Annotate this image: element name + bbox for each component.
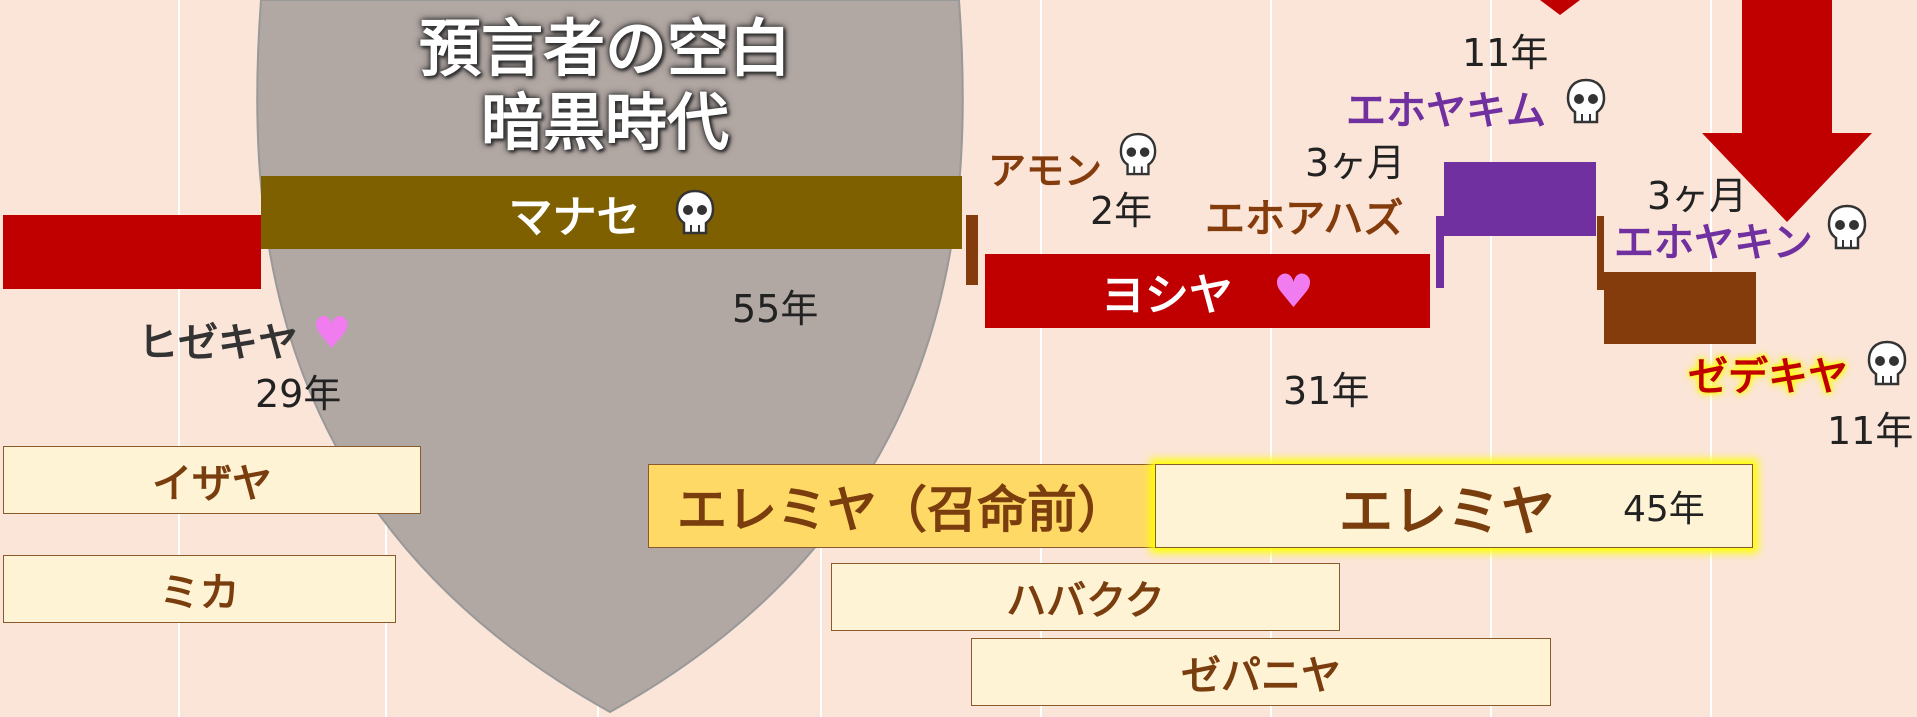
hezekiah-years: 29年 xyxy=(255,372,342,416)
hezekiah-label: ヒゼキヤ xyxy=(138,320,298,366)
skull-icon xyxy=(1827,204,1867,252)
prophet-zephaniah: ゼパニヤ xyxy=(971,638,1551,706)
jehoahaz-bar xyxy=(1436,216,1444,288)
skull-icon xyxy=(1119,132,1157,178)
manasseh-label: マナセ xyxy=(508,191,641,243)
skull-icon xyxy=(1867,340,1907,388)
prophet-jeremiah-years: 45年 xyxy=(1623,489,1705,530)
jehoahaz-label: エホアハズ xyxy=(1205,196,1404,242)
amon-label: アモン xyxy=(988,149,1103,193)
hezekiah-bar xyxy=(3,215,261,289)
prophet-jeremiah-pre-calling: エレミヤ（召命前） xyxy=(648,464,1156,548)
jehoiachin-bar xyxy=(1597,216,1604,290)
zedekiah-years: 11年 xyxy=(1827,409,1914,453)
zedekiah-label: ゼデキヤ xyxy=(1688,354,1848,400)
grid-line xyxy=(1270,0,1272,717)
prophet-jeremiah: エレミヤ 45年 xyxy=(1155,464,1753,548)
prophet-jeremiah-label: エレミヤ xyxy=(1339,479,1555,543)
grid-line xyxy=(178,0,180,717)
manasseh-bar: マナセ xyxy=(261,176,962,249)
amon-years: 2年 xyxy=(1090,189,1153,233)
jehoahaz-years: 3ヶ月 xyxy=(1305,141,1406,185)
skull-icon xyxy=(1566,78,1606,126)
heart-icon: ♥ xyxy=(1272,264,1315,318)
dark-age-title-line2: 暗黒時代 xyxy=(480,86,729,159)
manasseh-years: 55年 xyxy=(732,287,819,331)
grid-line xyxy=(1040,0,1042,717)
josiah-label: ヨシヤ xyxy=(1100,270,1233,321)
heart-icon: ♥ xyxy=(312,308,352,359)
jehoiachin-label: エホヤキン xyxy=(1614,220,1813,266)
prophet-micah: ミカ xyxy=(3,555,396,623)
zedekiah-bar xyxy=(1604,272,1756,344)
jehoiakim-years: 11年 xyxy=(1462,31,1549,75)
jehoiakim-bar xyxy=(1444,162,1596,236)
josiah-bar: ヨシヤ ♥ xyxy=(985,254,1430,328)
amon-bar xyxy=(966,215,978,285)
grid-line xyxy=(1710,0,1712,717)
skull-icon xyxy=(675,189,715,237)
prophet-isaiah: イザヤ xyxy=(3,446,421,514)
jehoiachin-years: 3ヶ月 xyxy=(1647,174,1748,218)
prophet-habakkuk: ハバクク xyxy=(831,563,1340,631)
jehoiakim-label: エホヤキム xyxy=(1346,88,1546,134)
dark-age-title-line1: 預言者の空白 xyxy=(418,12,791,85)
arrow-tip-icon xyxy=(1540,0,1580,15)
grid-line xyxy=(1490,0,1492,717)
down-arrow-icon xyxy=(1702,0,1872,222)
josiah-years: 31年 xyxy=(1283,369,1370,413)
